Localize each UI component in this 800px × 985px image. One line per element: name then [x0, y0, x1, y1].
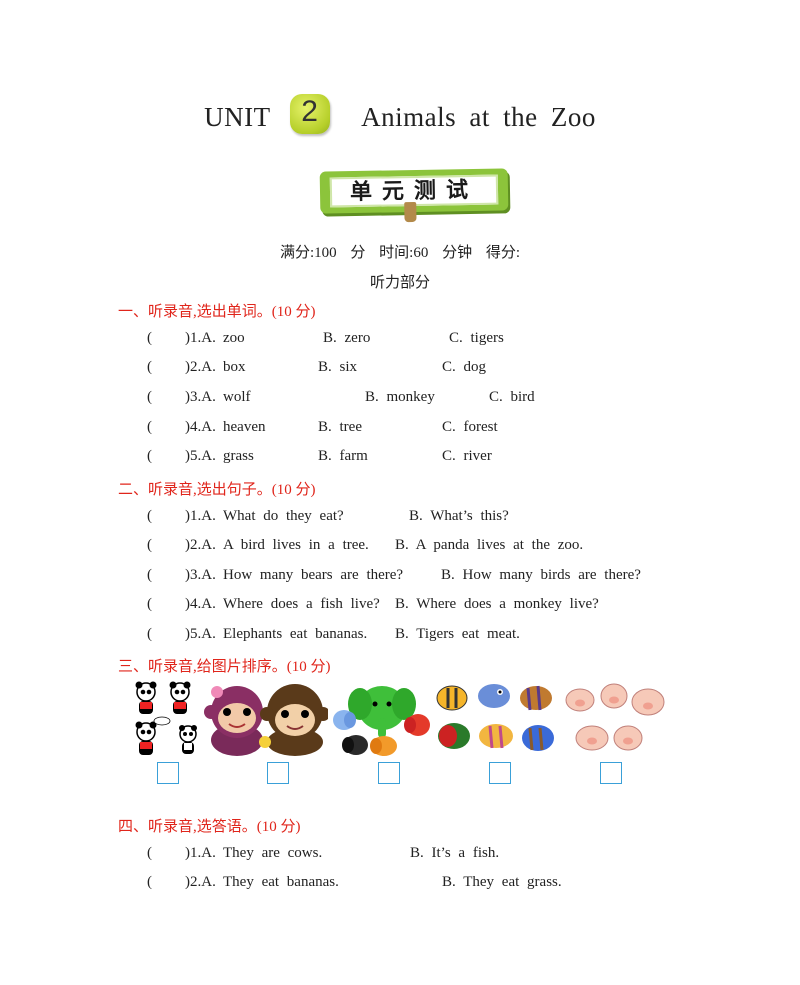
page-title: UNIT 2 Animals at the Zoo: [0, 93, 800, 134]
elephants-picture: [333, 686, 430, 756]
answer-box-5[interactable]: [600, 762, 622, 784]
section-4-heading: 四、听录音,选答语。(10 分): [118, 819, 301, 835]
answer-box-1[interactable]: [157, 762, 179, 784]
monkeys-picture: [204, 684, 328, 756]
score-info: 满分:100 分 时间:60 分钟 得分:: [279, 245, 520, 261]
pandas-picture: [135, 681, 197, 755]
answer-box-2[interactable]: [267, 762, 289, 784]
section-1-heading: 一、听录音,选出单词。(10 分): [118, 304, 316, 320]
unit-test-banner: 单元测试: [319, 168, 509, 223]
unit-label: UNIT: [204, 102, 271, 133]
pigs-picture: [565, 683, 665, 751]
unit-number-badge: 2: [289, 93, 330, 134]
fish-picture: [436, 684, 554, 751]
section-3-heading: 三、听录音,给图片排序。(10 分): [118, 659, 331, 675]
banner-clip-icon: [404, 201, 417, 223]
part-title: 听力部分: [369, 275, 430, 291]
answer-box-4[interactable]: [489, 762, 511, 784]
section-2-heading: 二、听录音,选出句子。(10 分): [118, 482, 316, 498]
unit-topic: Animals at the Zoo: [361, 102, 596, 133]
answer-box-3[interactable]: [378, 762, 400, 784]
unit-number: 2: [301, 94, 319, 128]
